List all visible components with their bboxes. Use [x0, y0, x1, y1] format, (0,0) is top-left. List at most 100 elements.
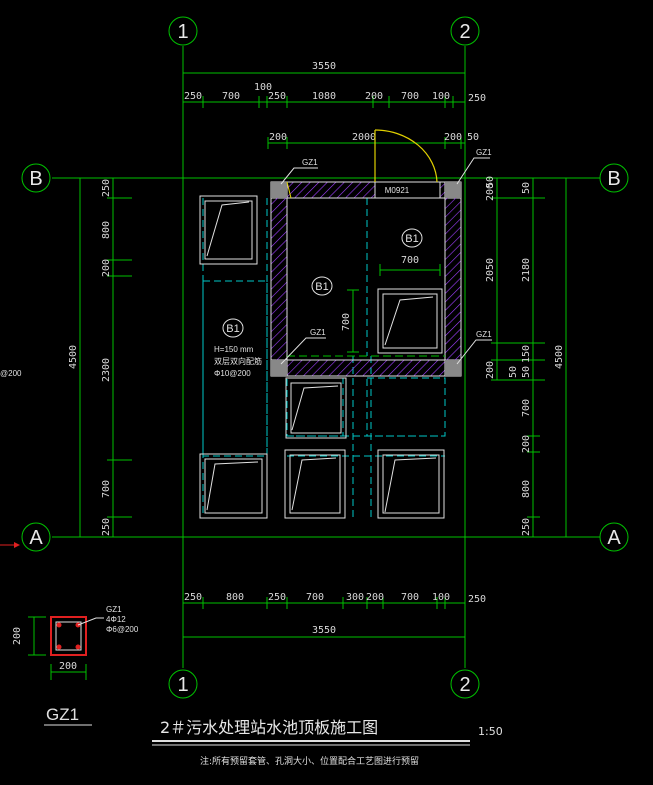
inner-dim-700-v: 700 — [341, 313, 352, 331]
gz1-label-mid-left: GZ1 — [310, 328, 326, 337]
opening-left-top — [199, 195, 258, 265]
axis-bubble-top-2: 2 — [450, 16, 480, 46]
left-cut-text: @200 — [0, 369, 22, 378]
svg-text:200: 200 — [444, 132, 462, 143]
bottom-total-dim: 3550 — [312, 625, 336, 636]
svg-text:250: 250 — [468, 93, 486, 104]
gz1-leaders — [280, 157, 492, 365]
left-dimensions — [74, 177, 132, 538]
gz1-label-top-left: GZ1 — [302, 158, 318, 167]
svg-text:50: 50 — [467, 132, 479, 143]
right-dimensions — [489, 177, 575, 538]
door-label: M0921 — [385, 186, 410, 195]
svg-text:B: B — [29, 168, 42, 190]
b1-tag-3: B1 — [222, 318, 244, 338]
svg-text:200: 200 — [485, 361, 496, 379]
svg-text:2180: 2180 — [521, 258, 532, 282]
axis-bubble-right-A: A — [599, 522, 629, 552]
svg-text:700: 700 — [521, 399, 532, 417]
svg-text:250: 250 — [468, 594, 486, 605]
svg-text:700: 700 — [101, 480, 112, 498]
opening-bottom-right — [377, 449, 445, 519]
svg-text:A: A — [607, 527, 621, 549]
svg-text:B1: B1 — [226, 323, 239, 335]
svg-text:50: 50 — [521, 182, 532, 194]
right-dims: 50 200 2050 200 50 50 2180 150 50 700 20… — [485, 176, 565, 536]
drawing-scale: 1:50 — [478, 725, 503, 738]
axis-bubble-top-1: 1 — [168, 16, 198, 46]
gz1-columns — [271, 182, 461, 376]
svg-text:2: 2 — [459, 674, 470, 696]
axis-lines — [52, 46, 600, 668]
axis-bubble-bottom-2: 2 — [450, 669, 480, 699]
svg-text:A: A — [29, 527, 43, 549]
svg-text:2050: 2050 — [485, 258, 496, 282]
tank-walls — [270, 181, 462, 377]
svg-text:200: 200 — [366, 592, 384, 603]
axis-bubble-bottom-1: 1 — [168, 669, 198, 699]
svg-text:700: 700 — [401, 592, 419, 603]
svg-text:1080: 1080 — [312, 91, 336, 102]
svg-text:50: 50 — [485, 176, 496, 188]
svg-text:250: 250 — [101, 518, 112, 536]
svg-text:200: 200 — [521, 435, 532, 453]
top-total-dim: 3550 — [312, 61, 336, 72]
slab-rebar-note-1: 双层双向配筋 — [214, 356, 262, 366]
door-opening — [286, 129, 441, 199]
svg-text:250: 250 — [521, 518, 532, 536]
svg-text:250: 250 — [268, 91, 286, 102]
svg-text:2300: 2300 — [101, 358, 112, 382]
svg-text:2: 2 — [459, 21, 470, 43]
svg-text:700: 700 — [222, 91, 240, 102]
section-name-small: GZ1 — [106, 605, 122, 614]
svg-text:4500: 4500 — [554, 345, 565, 369]
svg-text:50: 50 — [521, 366, 532, 378]
opening-mid — [285, 377, 347, 439]
svg-text:2000: 2000 — [352, 132, 376, 143]
svg-text:250: 250 — [184, 91, 202, 102]
svg-text:300: 300 — [346, 592, 364, 603]
b1-tag-2: B1 — [311, 276, 333, 296]
opening-bottom-left — [199, 453, 268, 519]
svg-text:B1: B1 — [315, 281, 328, 293]
svg-text:50: 50 — [508, 366, 519, 378]
drawing-note: 注:所有预留套管、孔洞大小、位置配合工艺图进行预留 — [200, 755, 419, 767]
svg-text:250: 250 — [184, 592, 202, 603]
top-dimensions — [182, 68, 466, 149]
gz1-section — [28, 616, 104, 680]
svg-text:200: 200 — [485, 183, 496, 201]
gz1-label-top-right: GZ1 — [476, 148, 492, 157]
svg-text:B1: B1 — [405, 233, 418, 245]
section-title: GZ1 — [46, 705, 79, 724]
svg-text:700: 700 — [401, 91, 419, 102]
slab-thickness-note: H=150 mm — [214, 345, 254, 354]
bottom-dimensions — [182, 585, 466, 645]
svg-text:200: 200 — [101, 259, 112, 277]
b1-tag-1: B1 — [401, 228, 423, 248]
svg-text:1: 1 — [177, 674, 188, 696]
svg-text:150: 150 — [521, 345, 532, 363]
svg-text:200: 200 — [365, 91, 383, 102]
inner-dims — [347, 264, 441, 353]
drawing-title: 2＃污水处理站水池顶板施工图 — [160, 718, 378, 737]
axis-bubble-left-A: A — [21, 522, 51, 552]
bottom-row-dims: 250 800 250 700 300 200 700 100 250 — [184, 592, 486, 605]
svg-text:700: 700 — [306, 592, 324, 603]
svg-text:800: 800 — [521, 480, 532, 498]
svg-text:100: 100 — [432, 592, 450, 603]
svg-text:100: 100 — [432, 91, 450, 102]
inner-dim-700-h: 700 — [401, 255, 419, 266]
top-row2-dims: 200 2000 200 50 — [269, 132, 479, 143]
svg-text:800: 800 — [101, 221, 112, 239]
left-arrow — [0, 542, 20, 548]
section-dim-w: 200 — [59, 661, 77, 672]
axis-bubble-right-B: B — [599, 163, 629, 193]
svg-text:100: 100 — [254, 82, 272, 93]
section-rebar-stirrup: Φ6@200 — [106, 625, 139, 634]
svg-text:4500: 4500 — [68, 345, 79, 369]
svg-text:1: 1 — [177, 21, 188, 43]
svg-text:800: 800 — [226, 592, 244, 603]
gz1-label-mid-right: GZ1 — [476, 330, 492, 339]
section-dim-h: 200 — [12, 627, 23, 645]
